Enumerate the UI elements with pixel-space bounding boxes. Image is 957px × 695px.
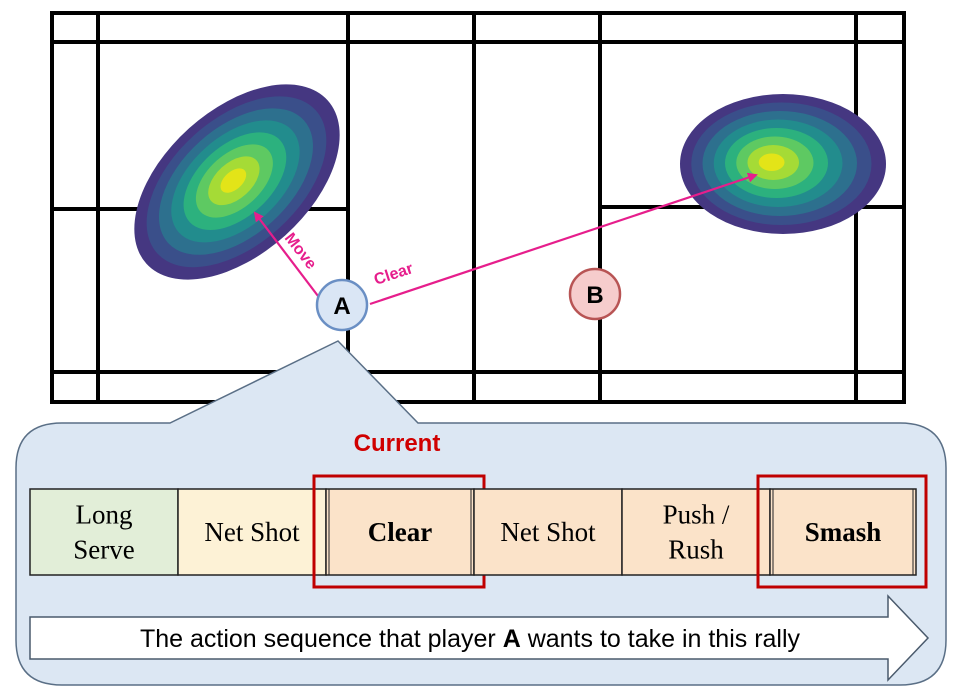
sequence-direction-arrow [29,594,930,682]
sequence-step-label: Long [76,500,133,530]
clear-arrow [369,172,758,306]
player-b-marker [568,267,622,321]
sequence-step-label: Push / [663,500,730,530]
sequence-step-box [621,488,771,576]
sequence-step-box [29,488,179,576]
sequence-caption: The action sequence that player A wants … [140,625,801,653]
clear-label: Clear [372,260,415,289]
sequence-step: Smash [769,488,917,576]
sequence-step: Net Shot [473,488,623,576]
sequence-step-label: Net Shot [500,517,596,547]
sequence-step: Clear [325,488,475,576]
sequence-step-label: Net Shot [204,517,300,547]
sequence-step-box [769,488,917,576]
sequence-step-box [325,488,475,576]
sequence-step-label: Rush [668,535,724,565]
player-b: B [568,267,622,321]
player-a-label: A [333,293,350,320]
landing-heatmap [680,94,886,234]
sequence-step: Net Shot [177,488,327,576]
heatmap-contour [220,168,247,193]
sequence-step-label: Serve [73,535,134,565]
player-a-marker [315,278,369,332]
sequence-step: Push / Rush [621,488,771,576]
player-b-label: B [586,282,603,309]
current-label: Current [354,430,441,457]
player-a: A [315,278,369,332]
current-highlight-box [756,474,928,589]
sequence-step-label: Clear [368,517,432,547]
sequence-step-box [473,488,623,576]
sequence-step-label: Smash [805,517,882,547]
heatmap-contour [758,153,785,171]
move-arrow [253,211,319,297]
move-label: Move [281,230,320,273]
movement-heatmap [134,84,340,280]
